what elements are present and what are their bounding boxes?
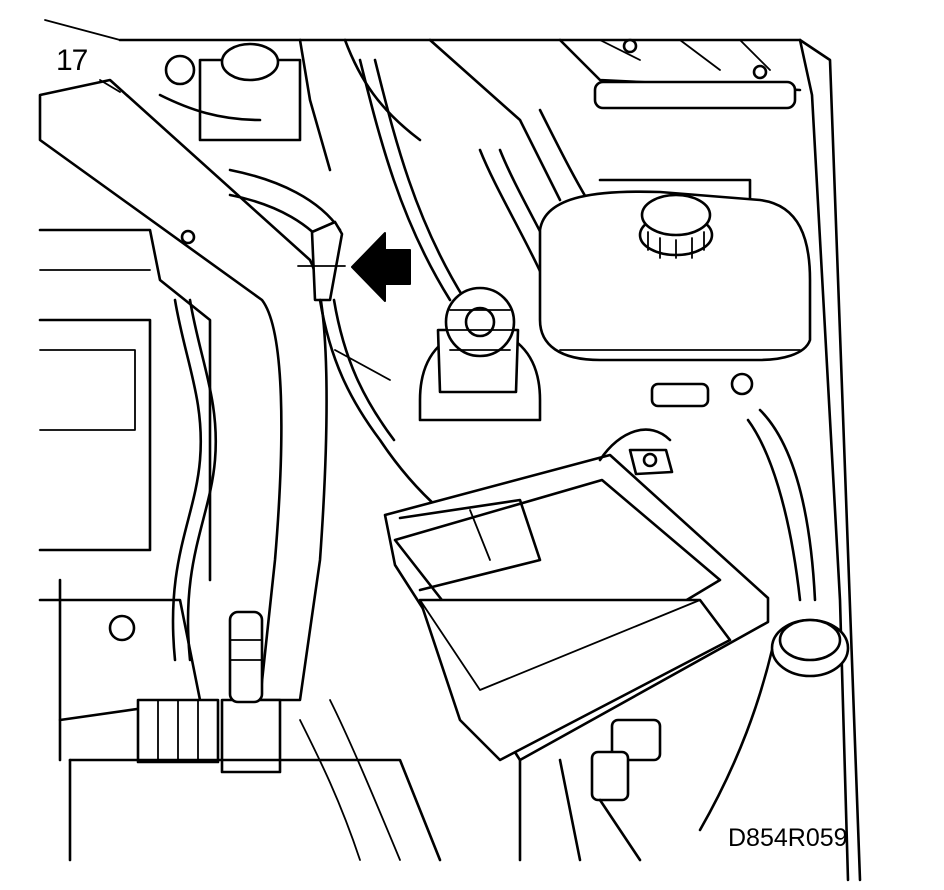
callout-number: 17 <box>56 44 88 77</box>
connector-blocks <box>136 610 282 774</box>
box-clips <box>518 718 662 862</box>
firewall-components <box>158 38 802 212</box>
lower-body-outline <box>68 699 442 862</box>
callout-leader-line <box>99 79 121 93</box>
expansion-tank <box>538 190 817 602</box>
figure-id: D854R059 <box>728 824 848 852</box>
strut-brace <box>38 78 328 702</box>
engine-block <box>38 228 212 762</box>
left-hoses <box>171 168 342 662</box>
pointer-arrow <box>351 232 411 302</box>
fuse-box <box>383 428 770 762</box>
brake-fluid-reservoir <box>418 286 542 422</box>
washer-reservoir-cap <box>698 618 850 832</box>
fender-outline <box>44 19 862 882</box>
